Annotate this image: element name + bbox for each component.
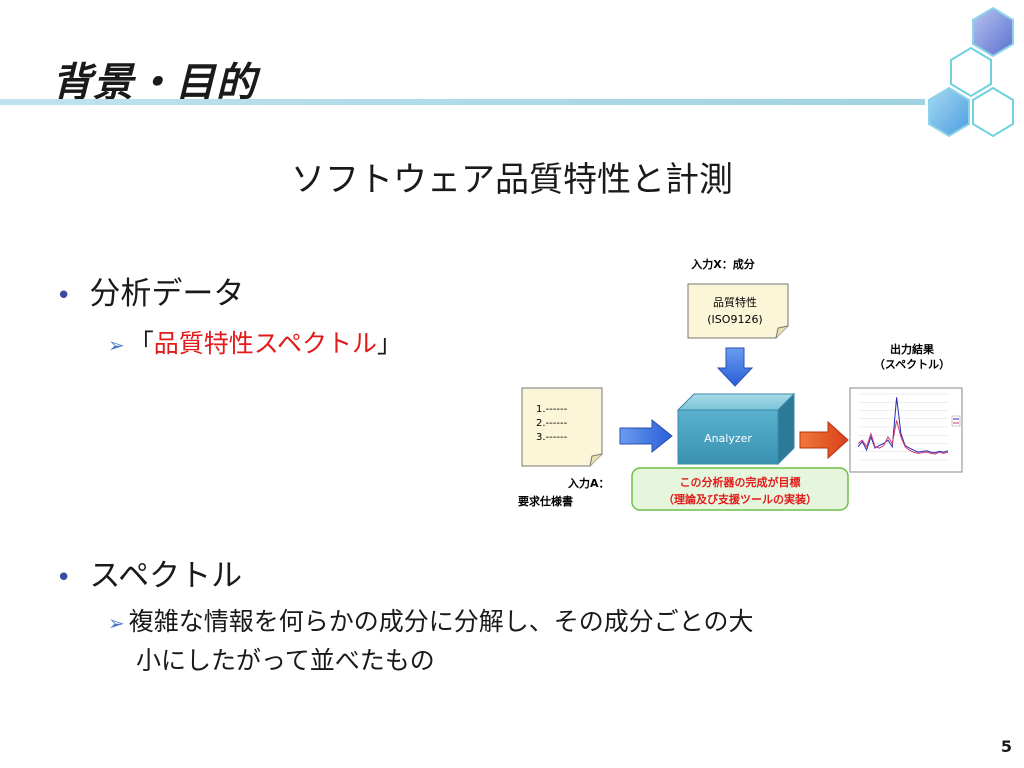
sub-bullet-quality-spectrum: ➢「品質特性スペクトル」	[108, 325, 402, 364]
spectrum-chart-frame	[849, 387, 963, 473]
analyzer-diagram: 入力X：成分 品質特性 (ISO9126) 1.------ 2.------ …	[518, 257, 963, 511]
slide-title: 背景・目的	[52, 60, 257, 106]
bullet-dot-icon: •	[56, 563, 72, 593]
bullet-spectrum: • スペクトル	[56, 550, 242, 595]
arrow-bullet-icon: ➢	[108, 333, 125, 357]
doc-line-2: 2.------	[536, 418, 568, 429]
arrow-bullet-icon: ➢	[108, 611, 125, 635]
definition-line-1: 複雑な情報を何らかの成分に分解し、その成分ごとの大	[128, 607, 754, 636]
analyzer-label: Analyzer	[704, 432, 752, 445]
input-a-line1: 入力A：	[568, 476, 610, 490]
analyzer-box-front	[677, 409, 779, 465]
hexagon-filled-bottom	[928, 86, 970, 138]
right-arrow-output-icon	[799, 420, 849, 460]
analyzer-box-top	[676, 393, 796, 411]
hexagon-filled-top	[972, 6, 1014, 58]
goal-line2: （理論及び支援ツールの実装）	[663, 492, 817, 506]
spectrum-chart	[849, 387, 963, 473]
doc-line-1: 1.------	[536, 404, 568, 415]
quality-box-line1: 品質特性	[713, 295, 757, 309]
quality-characteristic-box	[687, 283, 789, 339]
hexagon-outline-right	[972, 86, 1014, 138]
slide-subtitle: ソフトウェア品質特性と計測	[291, 160, 733, 200]
hexagon-decoration	[928, 6, 1014, 138]
folded-corner-icon	[775, 325, 789, 339]
quote-open: 「	[128, 329, 154, 358]
spectrum-legend	[951, 415, 961, 427]
bullet-dot-icon: •	[56, 281, 72, 311]
spectrum-series-line-1	[857, 420, 949, 455]
highlight-text: 品質特性スペクトル	[153, 329, 378, 358]
output-line2: （スペクトル）	[874, 358, 950, 371]
sub-bullet-spectrum-definition: ➢複雑な情報を何らかの成分に分解し、その成分ごとの大 小にしたがって並べたもの	[108, 603, 754, 680]
hexagon-outline-mid	[950, 46, 992, 98]
spectrum-series-line-0	[857, 397, 949, 454]
spectrum-lines	[857, 397, 949, 455]
bullet-text: スペクトル	[89, 558, 243, 594]
goal-line1: この分析器の完成が目標	[680, 475, 801, 489]
bullet-analysis-data: • 分析データ	[56, 268, 244, 313]
bullet-text: 分析データ	[89, 276, 245, 312]
input-x-label: 入力X：成分	[691, 257, 754, 271]
doc-line-3: 3.------	[536, 432, 568, 443]
goal-box	[631, 467, 849, 511]
definition-line-2: 小にしたがって並べたもの	[136, 646, 435, 675]
down-arrow-icon	[716, 347, 754, 387]
quote-close: 」	[377, 329, 403, 358]
title-underline	[0, 99, 925, 105]
page-number: 5	[1000, 737, 1012, 756]
output-line1: 出力結果	[890, 342, 934, 356]
quality-box-line2: (ISO9126)	[707, 313, 762, 326]
input-a-line2: 要求仕様書	[518, 494, 573, 508]
folded-corner-icon	[589, 453, 603, 467]
right-arrow-input-icon	[619, 418, 673, 454]
